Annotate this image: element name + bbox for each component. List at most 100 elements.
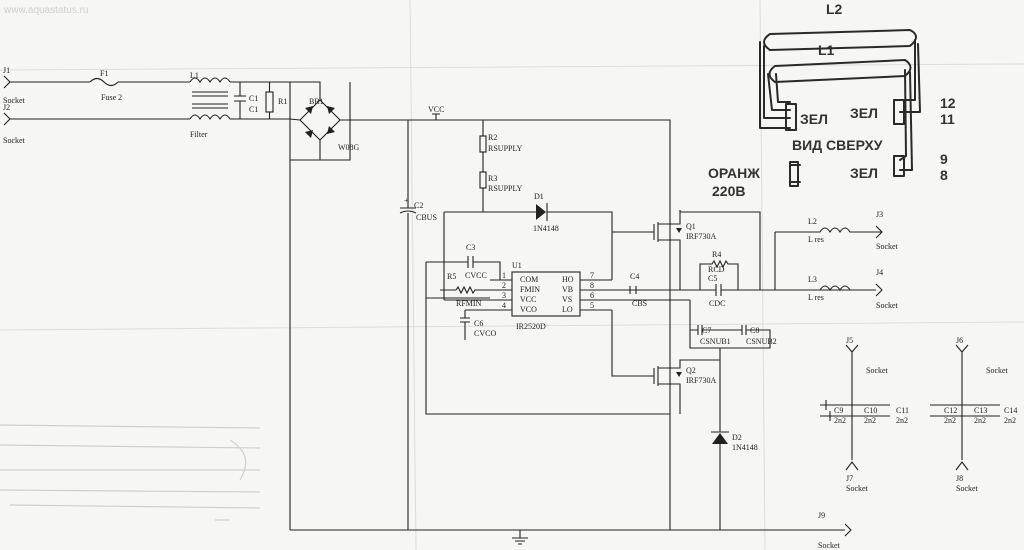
hand-orange: ОРАНЖ — [708, 165, 760, 181]
hand-vid-sverkhu: ВИД СВЕРХУ — [792, 137, 883, 153]
j2-label: J2 — [3, 103, 10, 112]
pin-num-1: 1 — [502, 271, 506, 280]
br1-label: BR1 — [309, 97, 324, 106]
l3-label: L3 — [808, 275, 817, 284]
pin-num-4: 4 — [502, 301, 506, 310]
cap-bank-right: J6 Socket J8 Socket C12 C13 C14 2n2 2n2 … — [930, 336, 1017, 493]
q1-part: IRF730A — [686, 232, 716, 241]
c1-label: C1 — [249, 94, 258, 103]
hand-l1: L1 — [818, 42, 835, 58]
c3-label: C3 — [466, 243, 475, 252]
r1-label: R1 — [278, 97, 287, 106]
j7-label: J7 — [846, 474, 853, 483]
c12-label: C12 — [944, 406, 957, 415]
c12-value: 2n2 — [944, 416, 956, 425]
d2-part: 1N4148 — [732, 443, 758, 452]
rsupply2-label: RSUPPLY — [488, 184, 523, 193]
c2-label: C2 — [414, 201, 423, 210]
input-section: J1 Socket J2 Socket F1 Fuse 2 L1 Filter … — [3, 66, 360, 161]
hand-220v: 220В — [712, 183, 745, 199]
r5-label: R5 — [447, 272, 456, 281]
rfmin-label: RFMIN — [456, 299, 482, 308]
pin-fmin: FMIN — [520, 285, 540, 294]
q1-label: Q1 — [686, 222, 696, 231]
l1-label: L1 — [190, 71, 199, 80]
cvcc-label: CVCC — [465, 271, 487, 280]
hand-l2: L2 — [826, 1, 843, 17]
rcd-label: RCD — [708, 265, 725, 274]
j3-label: J3 — [876, 210, 883, 219]
pin-num-5: 5 — [590, 301, 594, 310]
l2-label: L2 — [808, 217, 817, 226]
lres2-label: L res — [808, 293, 824, 302]
cap-bank-left: J5 Socket J7 Socket C9 C10 C11 2n2 2n2 2… — [820, 336, 909, 493]
hand-12: 12 — [940, 95, 956, 111]
half-bridge: Q1 IRF730A C4 CBS R4 RCD C5 CDC C7 CSNUB… — [290, 210, 860, 545]
pin-vcc: VCC — [520, 295, 536, 304]
rsupply1-label: RSUPPLY — [488, 144, 523, 153]
hand-9: 9 — [940, 151, 948, 167]
pin-num-8: 8 — [590, 281, 594, 290]
hand-11: 11 — [940, 111, 955, 127]
hand-zel1: ЗЕЛ — [800, 111, 828, 127]
pin-num-2: 2 — [502, 281, 506, 290]
u1-label: U1 — [512, 261, 522, 270]
j7-socket: Socket — [846, 484, 869, 493]
csnub2-label: CSNUB2 — [746, 337, 777, 346]
outputs: L2 L res J3 Socket L3 L res J4 Socket J9… — [774, 210, 899, 550]
ghost-drawing — [0, 424, 261, 521]
j5-socket: Socket — [866, 366, 889, 375]
pin-ho: HO — [562, 275, 574, 284]
filter-label: Filter — [190, 130, 208, 139]
pin-num-6: 6 — [590, 291, 594, 300]
ir2520d-label: IR2520D — [516, 322, 546, 331]
j9-socket: Socket — [818, 541, 841, 550]
cbus-label: CBUS — [416, 213, 437, 222]
lres1-label: L res — [808, 235, 824, 244]
c13-label: C13 — [974, 406, 987, 415]
r3-label: R3 — [488, 174, 497, 183]
c6-label: C6 — [474, 319, 483, 328]
j8-label: J8 — [956, 474, 963, 483]
hand-zel3: ЗЕЛ — [850, 165, 878, 181]
c11-label: C11 — [896, 406, 909, 415]
j4-label: J4 — [876, 268, 883, 277]
pin-vs: VS — [562, 295, 572, 304]
c9-value: 2n2 — [834, 416, 846, 425]
j9-label: J9 — [818, 511, 825, 520]
d2-label: D2 — [732, 433, 742, 442]
c9-label: C9 — [834, 406, 843, 415]
j5-label: J5 — [846, 336, 853, 345]
j1-label: J1 — [3, 66, 10, 75]
c14-value: 2n2 — [1004, 416, 1016, 425]
w08g-label: W08G — [338, 143, 360, 152]
bus-section: VCC + C2 CBUS R2 RSUPPLY R3 RSUPPLY D1 1… — [289, 105, 671, 530]
hand-8: 8 — [940, 167, 948, 183]
c10-value: 2n2 — [864, 416, 876, 425]
r4-label: R4 — [712, 250, 721, 259]
j6-socket: Socket — [986, 366, 1009, 375]
j4-socket: Socket — [876, 301, 899, 310]
d1-label: D1 — [534, 192, 544, 201]
c13-value: 2n2 — [974, 416, 986, 425]
pin-lo: LO — [562, 305, 573, 314]
c14-label: C14 — [1004, 406, 1017, 415]
handwritten-sketch: L2 L1 ЗЕЛ ЗЕЛ ЗЕЛ 12 11 9 8 ВИД СВЕРХУ О… — [708, 1, 956, 199]
j8-socket: Socket — [956, 484, 979, 493]
f1-label: F1 — [100, 69, 108, 78]
fuse2-label: Fuse 2 — [101, 93, 122, 102]
ic-u1: U1 IR2520D COM FMIN VCC VCO HO VB VS LO … — [425, 243, 690, 415]
d1-part: 1N4148 — [533, 224, 559, 233]
j3-socket: Socket — [876, 242, 899, 251]
pin-vb: VB — [562, 285, 573, 294]
q2-part: IRF730A — [686, 376, 716, 385]
c5-label: C5 — [708, 274, 717, 283]
csnub1-label: CSNUB1 — [700, 337, 731, 346]
pin-num-3: 3 — [502, 291, 506, 300]
hand-zel2: ЗЕЛ — [850, 105, 878, 121]
pin-num-7: 7 — [590, 271, 594, 280]
cvco-label: CVCO — [474, 329, 496, 338]
cdc-label: CDC — [709, 299, 725, 308]
